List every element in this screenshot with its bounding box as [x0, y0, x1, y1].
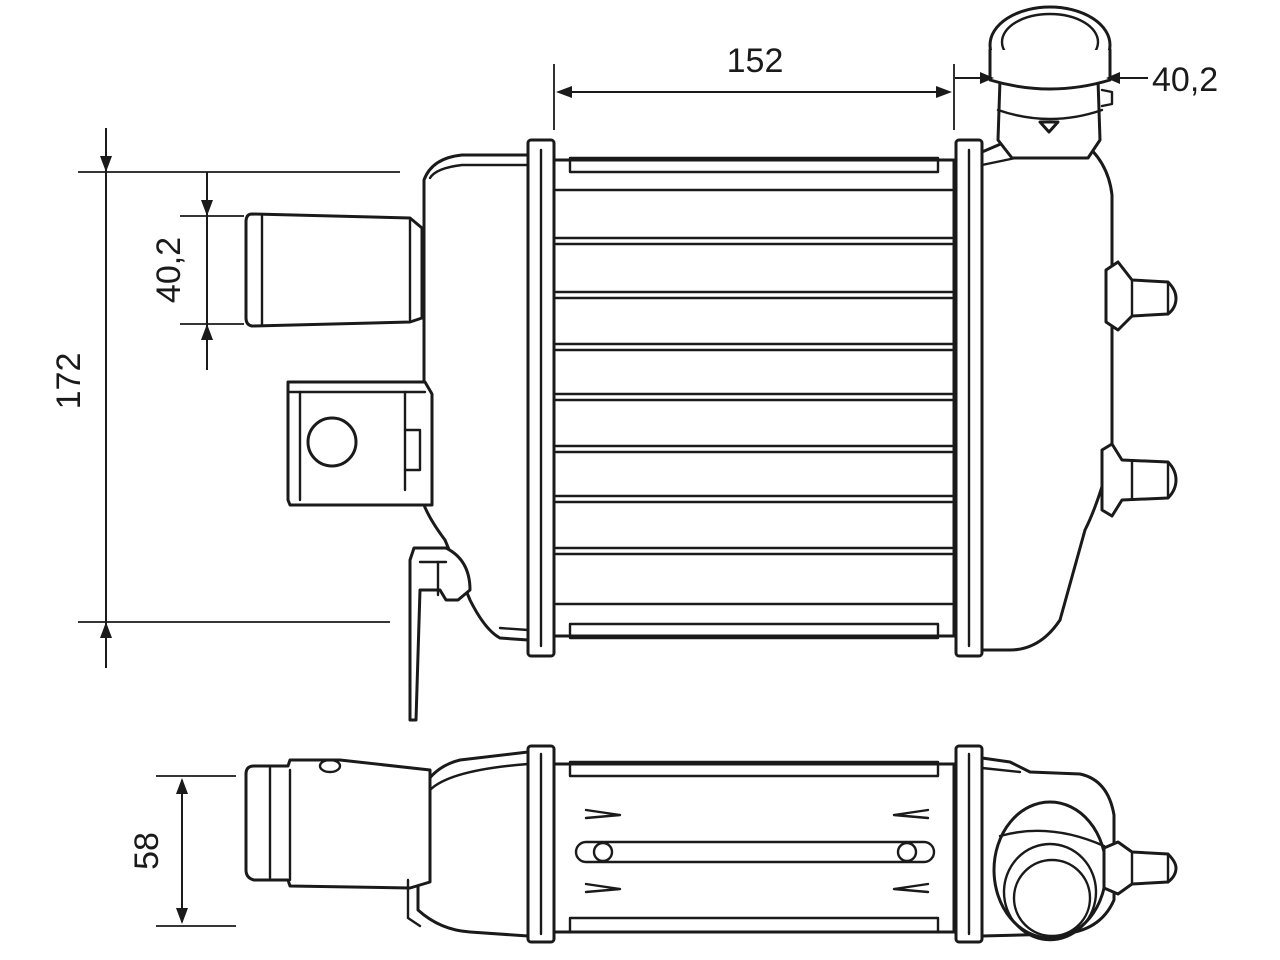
left-header-plate [526, 138, 556, 658]
right-header-plate [954, 138, 984, 658]
bottom-right-tank [980, 756, 1178, 942]
dimension-label-outlet-40-2: 40,2 [1152, 61, 1218, 99]
bottom-view: 58 [128, 744, 1178, 944]
dimension-total-height: 172 [50, 128, 400, 668]
dimension-outlet-diameter: 40,2 [955, 61, 1218, 99]
right-tank [980, 5, 1178, 652]
front-view: 152 40,2 172 40,2 [50, 5, 1218, 722]
bottom-left-tank [244, 750, 530, 938]
bottom-core [552, 760, 956, 934]
dimension-label-inlet-40-2: 40,2 [150, 237, 188, 303]
dimension-depth: 58 [128, 775, 236, 927]
core [552, 156, 956, 640]
mounting-hole-icon [306, 416, 358, 468]
pipe-clip-tab-icon [1038, 120, 1060, 134]
dimension-label-172: 172 [50, 353, 88, 410]
dimension-label-58: 58 [128, 832, 166, 870]
left-tank [244, 153, 530, 722]
dimension-core-width: 152 [553, 42, 955, 130]
dimension-label-152: 152 [727, 42, 784, 80]
dimension-inlet-diameter: 40,2 [150, 172, 244, 370]
